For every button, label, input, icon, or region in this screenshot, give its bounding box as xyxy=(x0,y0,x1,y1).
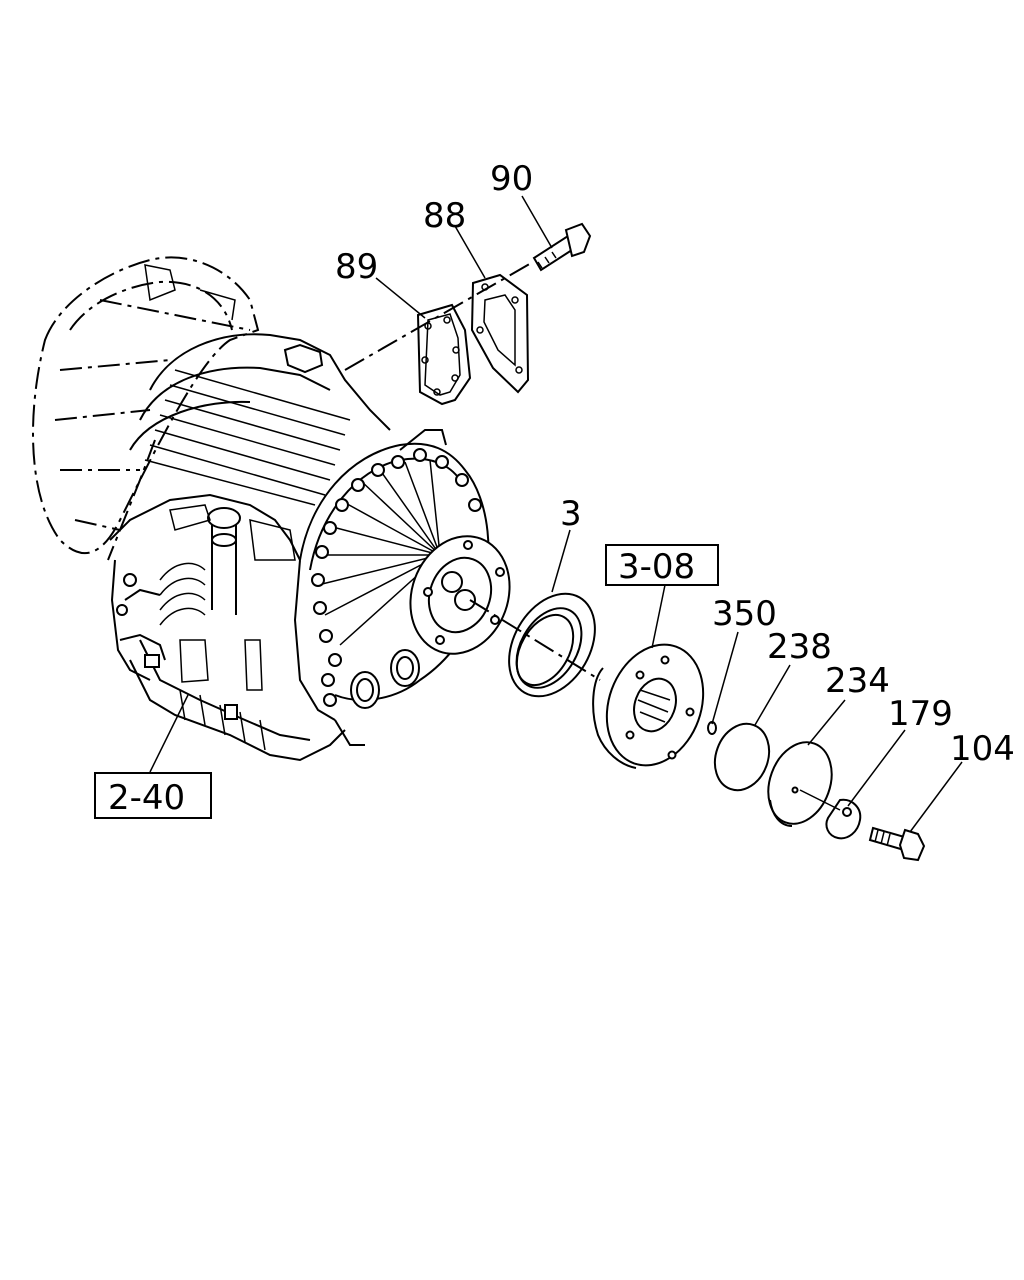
bolt-104 xyxy=(868,826,926,862)
label-90: 90 xyxy=(490,159,533,199)
transmission-assembly xyxy=(32,256,511,762)
label-2-40: 2-40 xyxy=(108,778,185,818)
label-234: 234 xyxy=(825,661,890,701)
gasket-89 xyxy=(416,303,472,406)
label-3: 3 xyxy=(560,494,582,534)
leader-lines xyxy=(149,195,963,833)
label-89: 89 xyxy=(335,247,378,287)
oil-seal-3 xyxy=(508,592,596,698)
companion-flange-3-08 xyxy=(592,643,705,769)
label-88: 88 xyxy=(423,196,466,236)
o-ring-238 xyxy=(713,722,771,792)
centerline-output xyxy=(469,599,601,681)
bolt-90 xyxy=(532,222,592,272)
ref-box-3-08[interactable] xyxy=(605,544,719,586)
lock-plate-179 xyxy=(825,798,862,840)
label-238: 238 xyxy=(767,627,832,667)
label-179: 179 xyxy=(888,694,953,734)
washer-plate-234 xyxy=(767,741,833,827)
label-104: 104 xyxy=(950,729,1015,769)
ref-box-2-40[interactable] xyxy=(94,772,212,819)
label-3-08: 3-08 xyxy=(618,547,695,587)
label-350: 350 xyxy=(712,594,777,634)
centerline-cover xyxy=(344,261,534,371)
centerline-washer xyxy=(799,789,841,811)
